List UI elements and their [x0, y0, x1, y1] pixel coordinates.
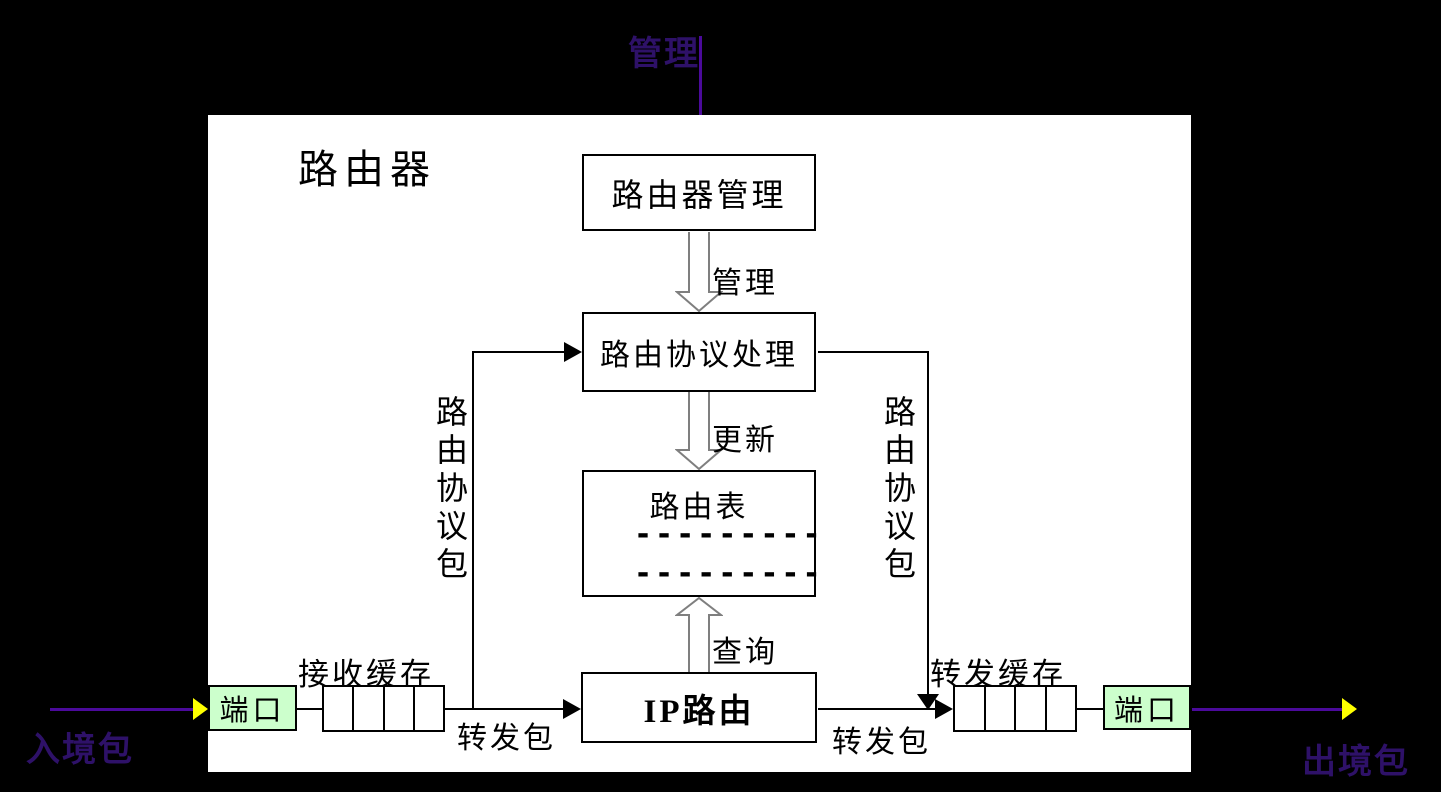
queue-cell — [1014, 687, 1045, 730]
right-protocol-packet-char: 议 — [883, 508, 916, 544]
hollow-arrow-down-update-icon — [675, 392, 723, 470]
left-feedback-line-vertical — [472, 352, 474, 709]
router-title: 路由器 — [298, 147, 436, 192]
left-protocol-packet-char: 协 — [435, 470, 468, 506]
queue-cell — [324, 687, 352, 730]
yellow-arrow-right-egress-icon — [1342, 698, 1357, 720]
yellow-arrow-right-ingress-icon — [193, 698, 208, 720]
egress-line — [1192, 708, 1342, 711]
routing-protocol-box-label: 路由协议处理 — [600, 339, 798, 372]
right-protocol-packet-char: 协 — [883, 470, 916, 506]
right-protocol-packet-char: 包 — [883, 546, 916, 582]
hollow-arrow-down-manage-icon — [675, 232, 723, 312]
port-right-box: 端口 — [1103, 685, 1191, 730]
right-protocol-packet-label: 路 由 协 议 包 — [876, 393, 924, 583]
left-protocol-packet-char: 由 — [435, 432, 468, 468]
queue-cell — [983, 687, 1015, 730]
forward-packet-label-right: 转发包 — [832, 726, 931, 759]
ingress-label: 入境包 — [26, 732, 134, 769]
port-left-label: 端口 — [219, 695, 286, 727]
left-protocol-packet-label: 路 由 协 议 包 — [428, 393, 476, 583]
arrow-label-manage: 管理 — [712, 267, 778, 300]
management-line — [699, 36, 702, 135]
hollow-arrow-up-query-icon — [675, 597, 723, 672]
forward-packet-label-left: 转发包 — [457, 722, 556, 755]
router-body: 路由器 路由器管理 管理 路由协议处理 更新 路由表 --------- ---… — [208, 115, 1191, 772]
line-port-to-recvbuffer — [297, 708, 322, 710]
port-right-label: 端口 — [1113, 694, 1180, 727]
routing-table-box-label: 路由表 — [649, 491, 749, 524]
egress-label: 出境包 — [1302, 744, 1410, 781]
line-fwdbuffer-to-port — [1077, 708, 1103, 710]
left-protocol-packet-char: 路 — [435, 394, 468, 430]
queue-cell — [352, 687, 382, 730]
right-protocol-packet-char: 路 — [883, 394, 916, 430]
queue-cell — [412, 687, 443, 730]
routing-table-dash-row-1: --------- — [634, 517, 824, 552]
recv-buffer-queue — [322, 685, 445, 732]
arrowhead-into-protocol-icon — [564, 342, 582, 362]
routing-table-box: 路由表 — [582, 470, 816, 597]
fwd-buffer-queue — [953, 685, 1077, 732]
arrow-label-update: 更新 — [712, 424, 778, 457]
arrowhead-into-fwdbuffer-icon — [935, 699, 953, 719]
line-iprouting-to-fwdbuffer — [818, 708, 935, 710]
right-feedback-line-horizontal — [818, 351, 929, 353]
left-protocol-packet-char: 议 — [435, 508, 468, 544]
management-top-label: 管理 — [628, 36, 700, 73]
arrow-label-query: 查询 — [712, 636, 778, 669]
queue-cell — [1044, 687, 1076, 730]
left-protocol-packet-char: 包 — [435, 546, 468, 582]
router-management-box-label: 路由器管理 — [611, 176, 787, 213]
right-protocol-packet-char: 由 — [883, 432, 916, 468]
queue-cell — [955, 687, 984, 730]
left-feedback-line-horizontal — [472, 351, 565, 353]
port-left-box: 端口 — [208, 685, 297, 731]
routing-protocol-box: 路由协议处理 — [582, 312, 816, 392]
queue-cell — [382, 687, 413, 730]
arrowhead-down-into-path-icon — [917, 694, 939, 710]
right-feedback-line-vertical — [927, 352, 929, 694]
routing-table-dash-row-2: --------- — [634, 556, 824, 591]
ingress-line — [50, 708, 193, 711]
ip-routing-box: IP路由 — [581, 672, 817, 743]
router-management-box: 路由器管理 — [582, 154, 816, 231]
line-recvbuffer-to-iprouting — [445, 708, 563, 710]
ip-routing-box-label: IP路由 — [643, 693, 755, 730]
arrowhead-into-iprouting-icon — [563, 699, 581, 719]
